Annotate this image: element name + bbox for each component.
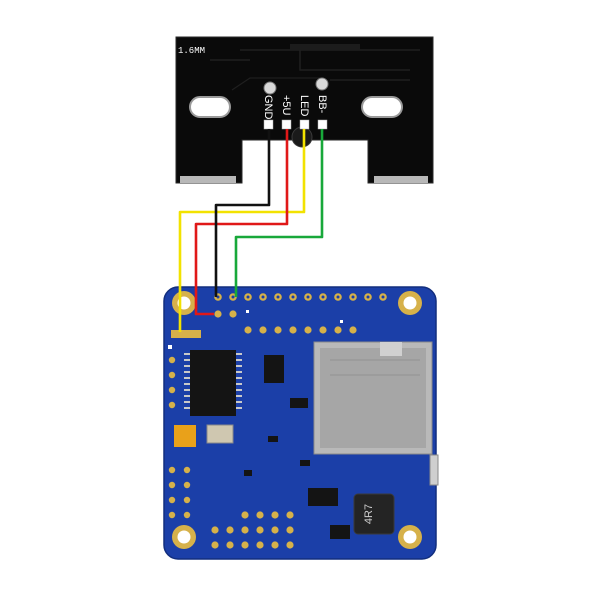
usb-port (429, 454, 439, 486)
thickness-label: 1.6MM (178, 46, 205, 56)
contact-strip-right (374, 176, 428, 183)
led-component (291, 126, 313, 148)
bottom-pad-grid (211, 511, 294, 549)
connector-pins (290, 44, 360, 50)
pad-label-led: LED (298, 95, 310, 116)
led-board: 1.6MM GND +5U LED BB- (175, 36, 434, 184)
through-hole-pad-bb (315, 77, 329, 91)
pad-label-5v: +5U (280, 95, 292, 116)
small-component-1 (268, 436, 278, 442)
crystal-oscillator (206, 424, 234, 444)
pad-label-gnd: GND (262, 95, 274, 120)
contact-strip-left (180, 176, 236, 183)
regulator-ic (308, 488, 338, 506)
small-ic-2 (290, 398, 308, 408)
mounting-slot-left (189, 96, 231, 118)
corner-mounting-holes (172, 291, 422, 549)
solder-pad-bb (317, 119, 328, 130)
solder-pad-led (299, 119, 310, 130)
mounting-slot-right (361, 96, 403, 118)
wire-black (214, 129, 271, 297)
sd-card-slot (313, 341, 433, 455)
flight-controller-board: 4R7 (163, 286, 439, 560)
silkscreen-markings (168, 310, 343, 349)
left-header-pads (168, 330, 201, 519)
wire-yellow (178, 129, 306, 332)
wire-red (194, 129, 289, 316)
wire-green (234, 129, 324, 297)
second-header-pads (214, 310, 357, 334)
tantalum-capacitor-1 (174, 425, 196, 437)
small-ic-3 (330, 525, 350, 539)
power-inductor: 4R7 (353, 493, 395, 535)
solder-pad-5v (281, 119, 292, 130)
wires (178, 129, 324, 332)
inductor-marking: 4R7 (363, 504, 375, 524)
solder-pad-gnd (263, 119, 274, 130)
small-component-2 (244, 470, 252, 476)
through-hole-pad-gnd (263, 81, 277, 95)
small-component-3 (300, 460, 310, 466)
small-ic-1 (264, 355, 284, 383)
pad-label-bb: BB- (316, 95, 328, 114)
main-chip (184, 350, 242, 416)
top-header-pads (214, 293, 387, 301)
tantalum-capacitor-2 (174, 437, 196, 447)
